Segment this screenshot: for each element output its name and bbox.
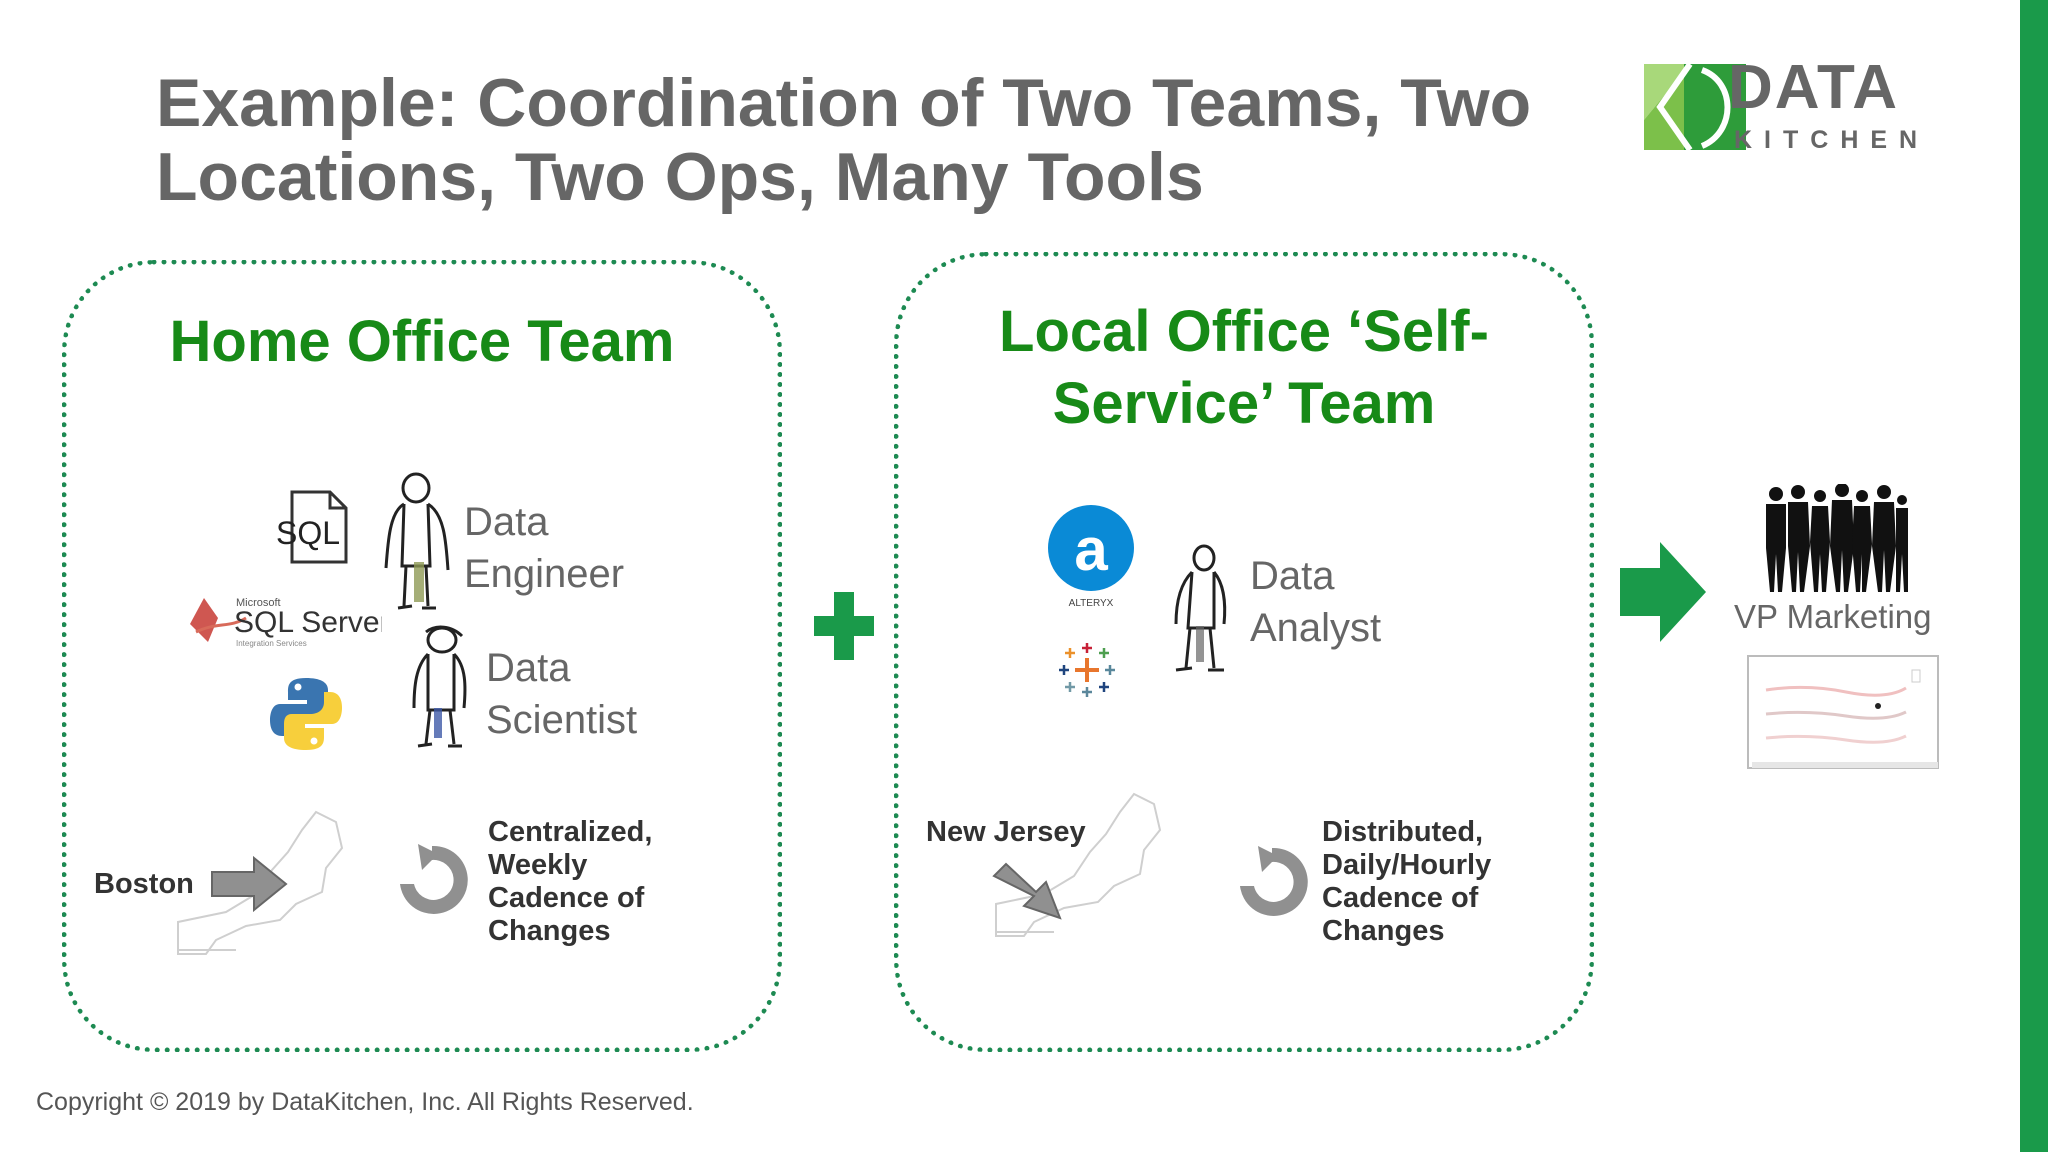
right-accent-bar (2020, 0, 2048, 1152)
plus-icon (814, 592, 874, 660)
logo-text-kitchen: KITCHEN (1734, 126, 1930, 154)
data-analyst-label-line2: Analyst (1250, 606, 1382, 650)
local-office-team-title: Local Office ‘Self- Service’ Team (894, 296, 1594, 440)
report-thumbnail-image (1747, 655, 1939, 769)
data-scientist-figure-icon (412, 625, 467, 748)
local-cadence-line4: Changes (1322, 915, 1445, 947)
alteryx-label: ALTERYX (1069, 598, 1114, 609)
sql-file-label: SQL (276, 515, 340, 551)
sql-server-name: SQL Server (234, 606, 382, 639)
home-cadence-line4: Changes (488, 915, 611, 947)
local-office-team-title-line1: Local Office ‘Self- (999, 299, 1489, 364)
data-analyst-figure-icon (1174, 544, 1227, 672)
alteryx-logo-icon: a ALTERYX (1048, 505, 1134, 609)
vp-marketing-label: VP Marketing (1734, 598, 1932, 635)
home-cadence-line2: Weekly (488, 849, 588, 881)
slide-title-line1: Example: Coordination of Two Teams, Two (156, 65, 1532, 141)
sql-file-icon: SQL (276, 490, 348, 564)
tableau-logo-icon (1059, 643, 1115, 697)
datakitchen-logo-mark (1644, 62, 1746, 152)
green-right-arrow-icon (1620, 542, 1706, 642)
home-cadence-line3: Cadence of (488, 882, 645, 914)
local-cadence-line3: Cadence of (1322, 882, 1479, 914)
alteryx-letter: a (1074, 516, 1108, 583)
copyright-text: Copyright © 2019 by DataKitchen, Inc. Al… (36, 1088, 694, 1116)
sql-server-subtitle: Integration Services (236, 639, 307, 648)
home-cadence-text: Centralized, Weekly Cadence of Changes (488, 816, 652, 948)
data-engineer-label-line2: Engineer (464, 552, 625, 596)
data-engineer-label: Data Engineer (464, 496, 624, 600)
data-engineer-figure-icon (384, 472, 450, 610)
new-jersey-arrow-icon (992, 862, 1062, 920)
data-engineer-label-line1: Data (464, 500, 549, 544)
new-jersey-label: New Jersey (926, 816, 1086, 848)
home-office-team-box (62, 260, 782, 1052)
business-people-silhouettes-icon (1766, 484, 1908, 592)
northeast-map-boston-icon (177, 810, 344, 955)
daily-hourly-cycle-icon (1240, 846, 1308, 916)
data-scientist-label-line1: Data (486, 646, 571, 690)
slide-title-line2: Locations, Two Ops, Many Tools (156, 139, 1204, 215)
local-cadence-line1: Distributed, (1322, 816, 1484, 848)
weekly-cycle-icon (400, 844, 468, 914)
local-office-team-title-line2: Service’ Team (1052, 371, 1436, 436)
local-cadence-text: Distributed, Daily/Hourly Cadence of Cha… (1322, 816, 1491, 948)
data-analyst-label: Data Analyst (1250, 550, 1381, 654)
northeast-map-new-jersey-icon (995, 792, 1162, 937)
boston-arrow-icon (211, 856, 288, 912)
data-scientist-label-line2: Scientist (486, 698, 638, 742)
home-office-team-title: Home Office Team (169, 309, 675, 374)
slide-title: Example: Coordination of Two Teams, Two … (156, 66, 1576, 214)
python-logo-icon (270, 678, 342, 750)
logo-text-data: DATA (1728, 53, 1899, 122)
home-cadence-line1: Centralized, (488, 816, 653, 848)
data-analyst-label-line1: Data (1250, 554, 1335, 598)
boston-label: Boston (94, 868, 194, 900)
data-scientist-label: Data Scientist (486, 642, 637, 746)
local-cadence-line2: Daily/Hourly (1322, 849, 1492, 881)
local-office-team-box (894, 252, 1594, 1052)
sql-server-vendor: Microsoft (236, 597, 281, 609)
sql-server-logo: Microsoft SQL Server Integration Service… (190, 597, 382, 648)
